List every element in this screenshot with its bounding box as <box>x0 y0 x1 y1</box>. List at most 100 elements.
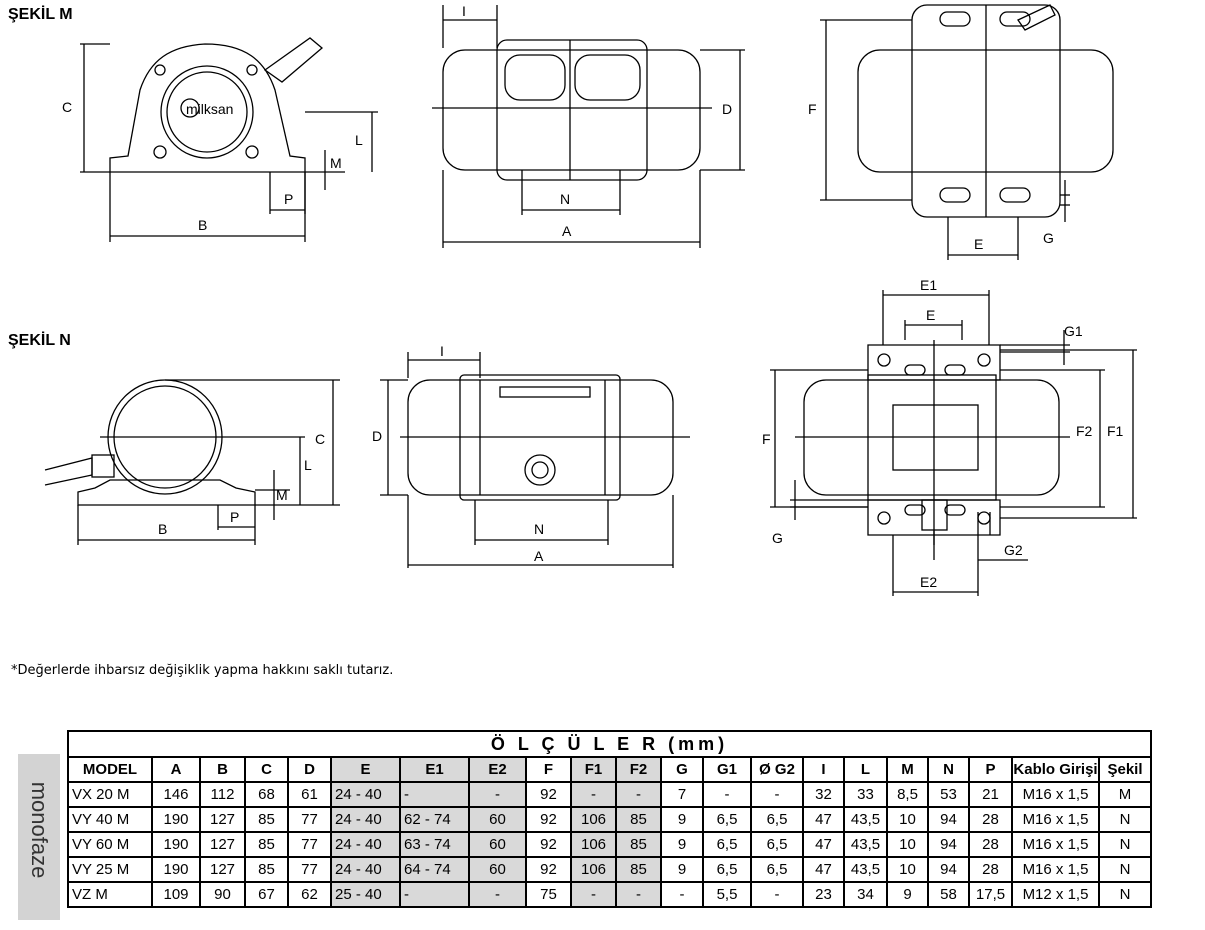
table-cell: N <box>1098 881 1152 908</box>
table-cell: 94 <box>927 831 970 858</box>
brand-logo: milksan <box>186 101 233 117</box>
table-cell: 10 <box>886 856 929 883</box>
model-cell: VY 25 M <box>67 856 153 883</box>
drawing-m-front: milksan C L M P B <box>62 37 378 242</box>
table-cell: 75 <box>525 881 572 908</box>
figure-n-label: ŞEKİL N <box>8 332 71 349</box>
svg-text:D: D <box>372 428 382 444</box>
column-header: F2 <box>615 756 662 783</box>
table-cell: 23 <box>802 881 845 908</box>
table-cell: 10 <box>886 831 929 858</box>
table-cell: 7 <box>660 781 704 808</box>
table-cell: - <box>615 881 662 908</box>
column-header: P <box>968 756 1013 783</box>
table-cell: 6,5 <box>702 831 752 858</box>
svg-text:B: B <box>158 521 167 537</box>
table-cell: 34 <box>843 881 888 908</box>
svg-text:P: P <box>230 509 239 525</box>
column-header: D <box>287 756 332 783</box>
model-cell: VX 20 M <box>67 781 153 808</box>
column-header: E <box>330 756 401 783</box>
table-cell: 43,5 <box>843 831 888 858</box>
svg-text:E2: E2 <box>920 574 937 590</box>
svg-text:P: P <box>284 191 293 207</box>
svg-text:E: E <box>974 236 983 252</box>
table-cell: 106 <box>570 831 617 858</box>
table-cell: - <box>399 781 470 808</box>
figure-m-label: ŞEKİL M <box>8 6 73 23</box>
table-cell: 77 <box>287 831 332 858</box>
table-cell: 5,5 <box>702 881 752 908</box>
table-cell: 6,5 <box>750 856 804 883</box>
table-cell: M12 x 1,5 <box>1011 881 1100 908</box>
table-cell: 68 <box>244 781 289 808</box>
table-cell: 94 <box>927 806 970 833</box>
table-cell: M16 x 1,5 <box>1011 806 1100 833</box>
table-cell: M16 x 1,5 <box>1011 831 1100 858</box>
side-label: monofaze <box>27 781 52 879</box>
drawing-m-side: I D N A <box>432 3 745 248</box>
table-cell: 47 <box>802 806 845 833</box>
table-cell: 85 <box>615 831 662 858</box>
drawing-m-top: F E G <box>808 4 1114 260</box>
table-cell: 92 <box>525 831 572 858</box>
table-cell: 60 <box>468 856 527 883</box>
table-cell: 112 <box>199 781 246 808</box>
column-header: N <box>927 756 970 783</box>
table-cell: 61 <box>287 781 332 808</box>
table-cell: 62 - 74 <box>399 806 470 833</box>
table-cell: 106 <box>570 806 617 833</box>
drawing-n-side: I D N A <box>372 343 690 568</box>
table-cell: 85 <box>244 831 289 858</box>
column-header: C <box>244 756 289 783</box>
table-cell: 127 <box>199 806 246 833</box>
svg-text:B: B <box>198 217 207 233</box>
svg-text:C: C <box>62 99 72 115</box>
table-cell: 8,5 <box>886 781 929 808</box>
drawing-n-top: E1 E G1 F F2 F1 G G2 E2 <box>762 277 1137 596</box>
svg-text:G: G <box>1043 230 1054 246</box>
technical-drawings: milksan C L M P B I D N A <box>44 3 1137 596</box>
table-cell: 92 <box>525 856 572 883</box>
table-cell: 64 - 74 <box>399 856 470 883</box>
disclaimer-note: *Değerlerde ihbarsız değişiklik yapma ha… <box>11 663 394 678</box>
table-cell: 85 <box>244 806 289 833</box>
column-header: G <box>660 756 704 783</box>
table-cell: 60 <box>468 806 527 833</box>
column-header: M <box>886 756 929 783</box>
svg-text:A: A <box>562 223 572 239</box>
table-cell: - <box>660 881 704 908</box>
svg-text:N: N <box>560 191 570 207</box>
table-cell: - <box>468 881 527 908</box>
table-cell: 58 <box>927 881 970 908</box>
side-label-panel: monofaze <box>18 754 60 920</box>
table-cell: - <box>570 781 617 808</box>
table-cell: 85 <box>244 856 289 883</box>
column-header: Kablo Girişi <box>1011 756 1100 783</box>
table-cell: 146 <box>151 781 201 808</box>
table-cell: - <box>615 781 662 808</box>
column-header: F1 <box>570 756 617 783</box>
table-cell: 62 <box>287 881 332 908</box>
table-cell: 9 <box>660 806 704 833</box>
svg-text:M: M <box>276 487 288 503</box>
table-cell: 92 <box>525 781 572 808</box>
svg-text:E1: E1 <box>920 277 937 293</box>
svg-text:F2: F2 <box>1076 423 1093 439</box>
table-cell: 6,5 <box>750 831 804 858</box>
table-cell: 127 <box>199 856 246 883</box>
table-cell: 9 <box>886 881 929 908</box>
table-cell: 43,5 <box>843 806 888 833</box>
model-cell: VY 60 M <box>67 831 153 858</box>
table-cell: 28 <box>968 806 1013 833</box>
table-cell: 85 <box>615 806 662 833</box>
table-cell: - <box>468 781 527 808</box>
table-cell: 21 <box>968 781 1013 808</box>
svg-text:F: F <box>808 101 817 117</box>
column-header: MODEL <box>67 756 153 783</box>
table-cell: N <box>1098 856 1152 883</box>
table-cell: 6,5 <box>702 856 752 883</box>
svg-text:I: I <box>440 343 444 359</box>
